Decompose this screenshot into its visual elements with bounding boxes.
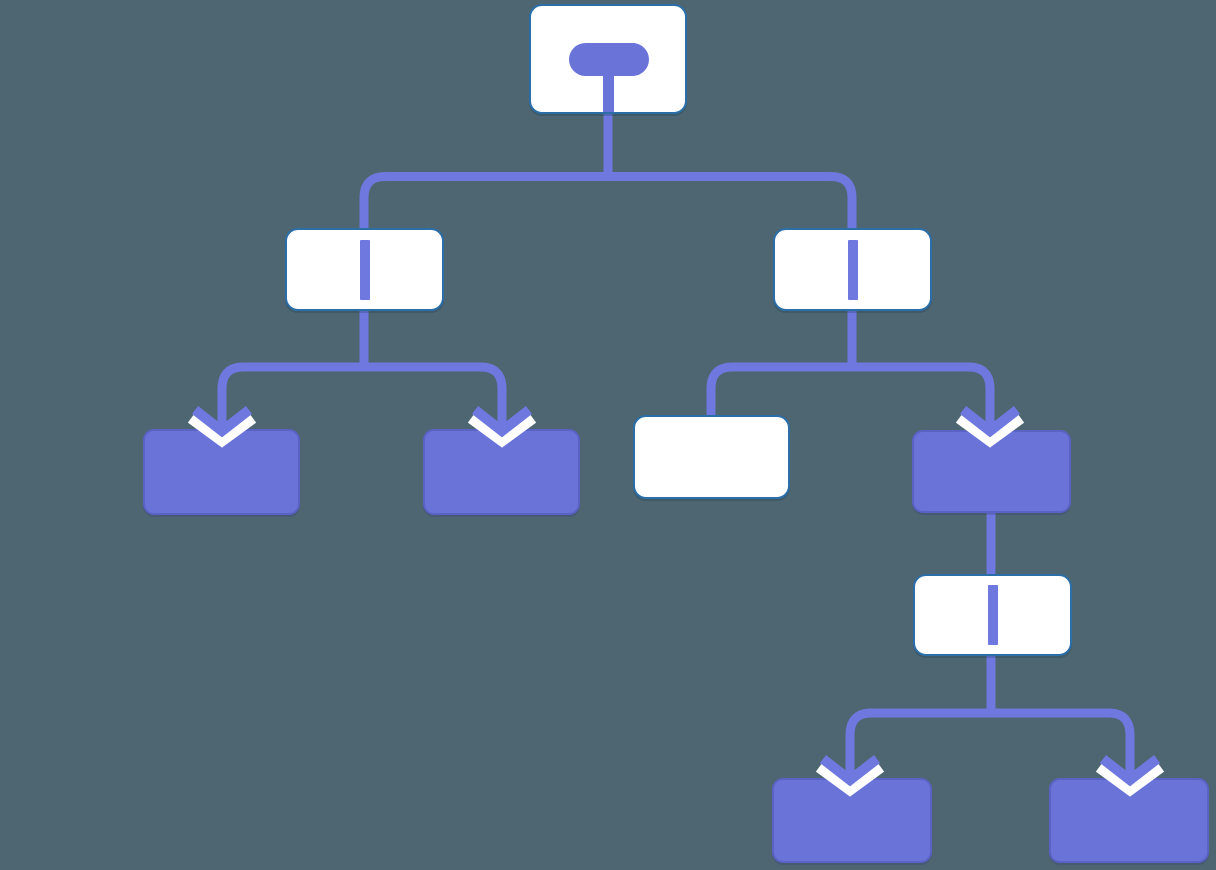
root-node[interactable]	[529, 4, 687, 114]
pass-node-right[interactable]	[773, 228, 932, 311]
pass-through-bar	[847, 239, 858, 300]
root-pill-stem	[602, 70, 614, 112]
pass-through-bar	[987, 585, 998, 645]
edge-right-fork	[706, 362, 995, 435]
chevron-down-arrowhead-icon	[955, 406, 1025, 448]
pass-through-bar	[359, 239, 370, 300]
edge-top-fork	[359, 172, 857, 229]
edge-bottom-fork	[845, 708, 1135, 784]
chevron-down-arrowhead-icon	[1095, 755, 1165, 797]
chevron-down-arrowhead-icon	[467, 406, 537, 448]
pass-node-bottom[interactable]	[913, 574, 1072, 656]
blank-node[interactable]	[633, 415, 790, 499]
edge-left-fork	[217, 362, 507, 435]
chevron-down-arrowhead-icon	[815, 755, 885, 797]
pass-node-left[interactable]	[285, 228, 444, 311]
chevron-down-arrowhead-icon	[187, 406, 257, 448]
